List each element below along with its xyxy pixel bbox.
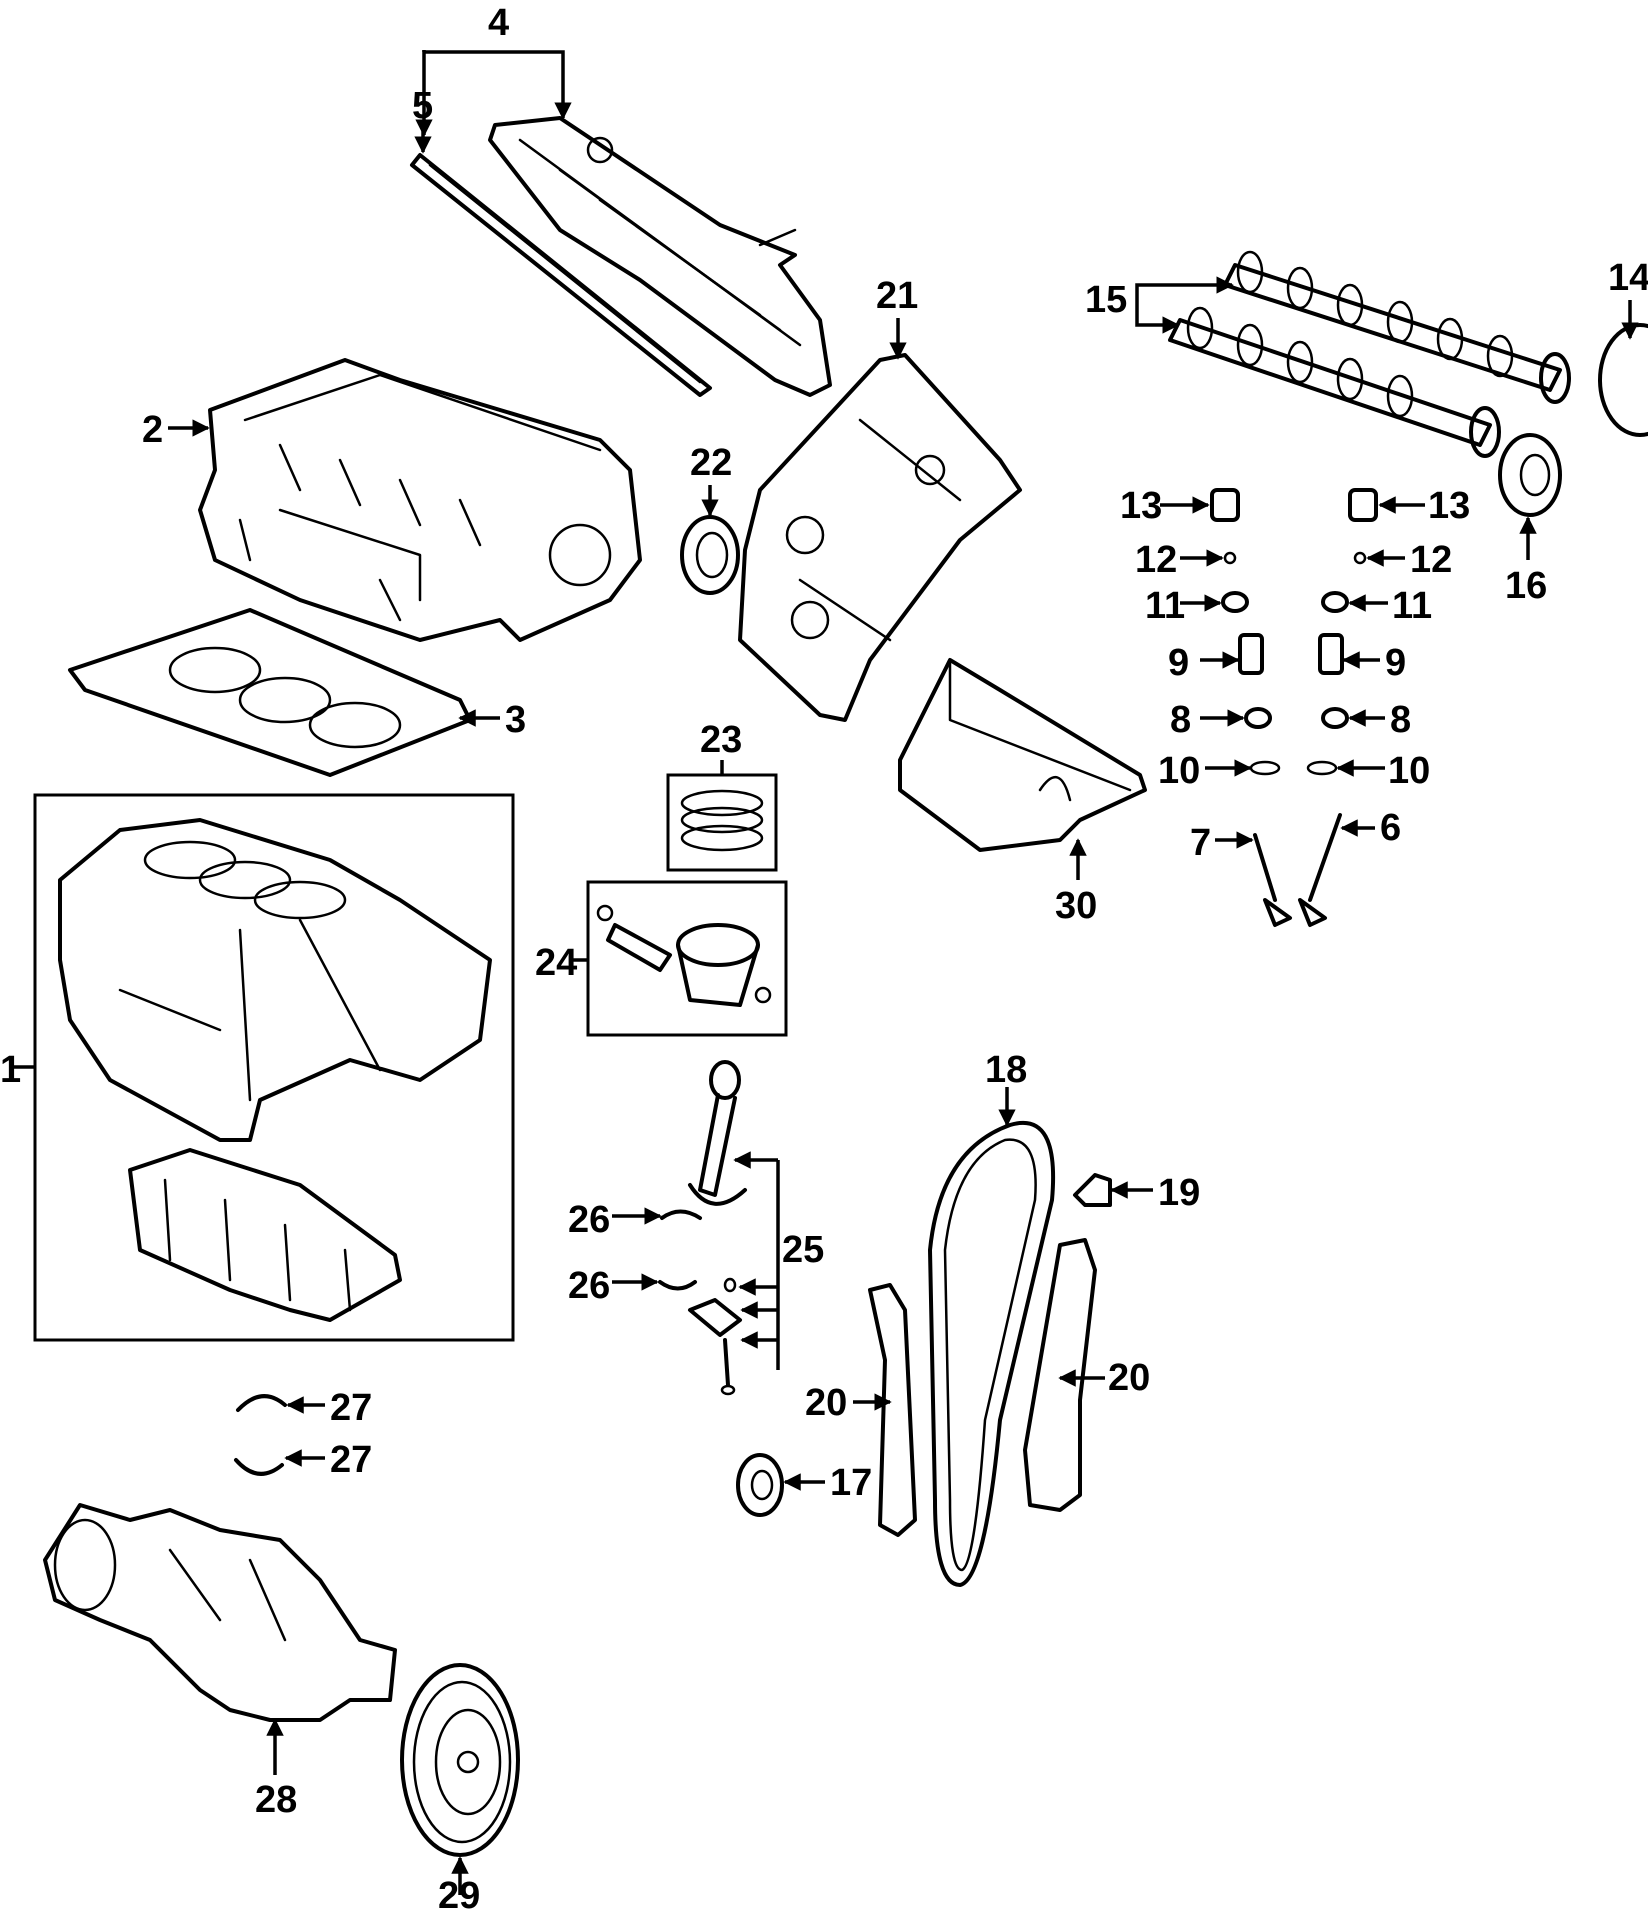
callout-8b: 8 xyxy=(1390,699,1411,741)
oil-pan xyxy=(898,658,1147,852)
main-bearing-lower xyxy=(234,1458,284,1476)
callout-29: 29 xyxy=(438,1875,480,1914)
crankshaft xyxy=(43,1503,397,1722)
valve-cover xyxy=(488,116,832,397)
callout-11b: 11 xyxy=(1392,585,1432,627)
callout-13a: 13 xyxy=(1120,485,1162,527)
valve-train-right xyxy=(1298,488,1378,927)
piston-rings-box xyxy=(666,773,778,872)
callout-7: 7 xyxy=(1190,822,1211,864)
rod-bearing-upper xyxy=(660,1209,702,1220)
callout-20a: 20 xyxy=(805,1382,847,1424)
callout-8a: 8 xyxy=(1170,699,1191,741)
callout-21: 21 xyxy=(876,275,918,317)
callout-27b: 27 xyxy=(330,1439,372,1481)
callout-12b: 12 xyxy=(1410,539,1452,581)
callout-15: 15 xyxy=(1085,279,1127,321)
callout-4: 4 xyxy=(488,2,509,44)
piston-box xyxy=(586,880,788,1037)
chain-guide-left xyxy=(868,1283,917,1537)
callout-28: 28 xyxy=(255,1779,297,1821)
camshaft-lower xyxy=(1168,306,1501,458)
chain-tensioner xyxy=(1073,1173,1112,1207)
crankshaft-pulley xyxy=(400,1663,520,1857)
callout-9b: 9 xyxy=(1385,642,1406,684)
callout-5: 5 xyxy=(412,85,433,127)
callout-22: 22 xyxy=(690,442,732,484)
callout-12a: 12 xyxy=(1135,539,1177,581)
callout-18: 18 xyxy=(985,1049,1027,1091)
timing-cover xyxy=(738,353,1022,722)
callout-19: 19 xyxy=(1158,1172,1200,1214)
crankshaft-sprocket xyxy=(736,1453,784,1517)
callout-10a: 10 xyxy=(1158,750,1200,792)
callout-25: 25 xyxy=(782,1229,824,1271)
callout-23: 23 xyxy=(700,719,742,761)
valve-cover-gasket xyxy=(410,153,712,397)
callout-11a: 11 xyxy=(1145,585,1185,627)
rod-bearing-lower xyxy=(658,1280,697,1291)
engine-block-box xyxy=(33,793,515,1342)
cam-phaser xyxy=(1598,323,1648,437)
callout-2: 2 xyxy=(142,409,163,451)
callout-20b: 20 xyxy=(1108,1357,1150,1399)
callout-1: 1 xyxy=(0,1049,21,1091)
main-bearing-upper xyxy=(236,1394,287,1412)
cylinder-head xyxy=(198,358,642,642)
callout-24: 24 xyxy=(535,942,577,984)
callout-3: 3 xyxy=(505,699,526,741)
valve-train-left xyxy=(1210,488,1292,927)
crankshaft-front-seal xyxy=(680,515,740,595)
callout-30: 30 xyxy=(1055,885,1097,927)
callout-27a: 27 xyxy=(330,1387,372,1429)
callout-9a: 9 xyxy=(1168,642,1189,684)
callout-26a: 26 xyxy=(568,1199,610,1241)
camshaft-sprocket xyxy=(1498,433,1562,517)
callout-13b: 13 xyxy=(1428,485,1470,527)
camshaft-upper xyxy=(1223,250,1571,404)
callout-26b: 26 xyxy=(568,1265,610,1307)
timing-chain xyxy=(928,1120,1056,1587)
connecting-rod xyxy=(688,1060,747,1396)
callout-10b: 10 xyxy=(1388,750,1430,792)
chain-guide-right xyxy=(1023,1238,1097,1512)
leader-lines xyxy=(14,50,1639,1895)
callout-14: 14 xyxy=(1608,257,1648,299)
callout-16: 16 xyxy=(1505,565,1547,607)
callout-6: 6 xyxy=(1380,807,1401,849)
callout-17: 17 xyxy=(830,1462,872,1504)
